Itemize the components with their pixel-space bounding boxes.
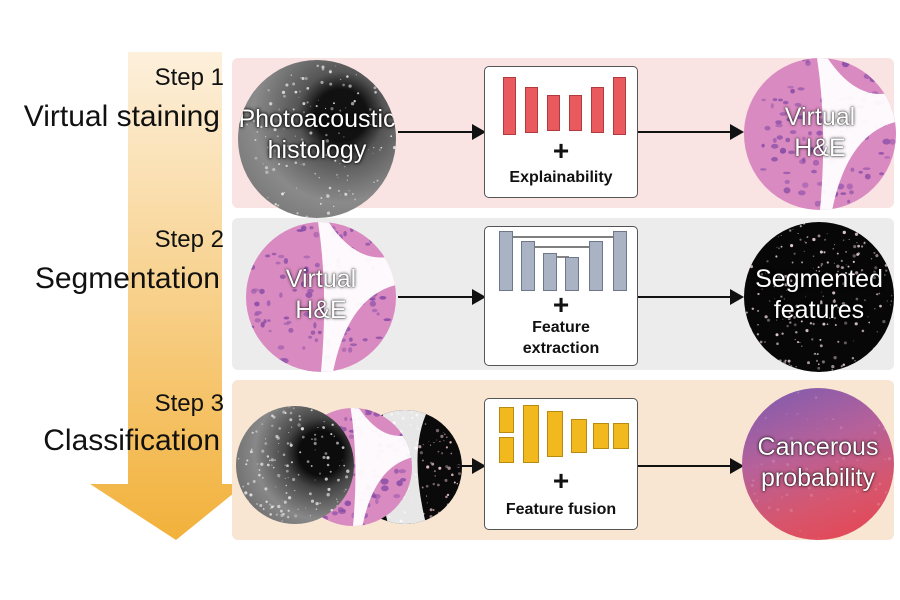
arrow-to-output xyxy=(638,458,744,474)
plus-sign: + xyxy=(552,465,570,496)
network-layer xyxy=(503,77,516,135)
network-layer xyxy=(499,231,513,291)
plus-sign: + xyxy=(552,135,570,166)
step-1-number: Step 1 xyxy=(154,64,224,91)
output-label: Segmented features xyxy=(755,265,883,324)
step-1-name: Virtual staining xyxy=(23,100,220,133)
network-layer xyxy=(613,423,629,449)
arrow-to-network xyxy=(398,124,486,140)
box-caption: Feature fusion xyxy=(505,501,617,518)
input-label: Photoacoustic histology xyxy=(238,105,396,164)
input-label: Virtual H&E xyxy=(285,265,357,324)
output-label: Cancerous probability xyxy=(757,433,879,492)
network-layer xyxy=(523,405,539,463)
segmented-features-image: Segmented features xyxy=(744,222,894,372)
arrow-to-network xyxy=(456,458,486,474)
network-layer xyxy=(571,419,587,453)
arrow-to-output xyxy=(638,124,744,140)
step-2-number: Step 2 xyxy=(154,226,224,253)
network-layer xyxy=(565,257,579,291)
feature-fusion-network-box: + Feature fusion xyxy=(484,398,638,530)
photoacoustic-histology-image: Photoacoustic histology xyxy=(238,60,396,218)
network-layer xyxy=(547,411,563,457)
plus-sign: + xyxy=(552,289,570,320)
network-layer xyxy=(569,95,582,131)
network-layer xyxy=(525,87,538,133)
step-3-name: Classification xyxy=(43,424,220,457)
virtual-he-output-image: Virtual H&E xyxy=(744,58,896,210)
network-layer xyxy=(499,437,514,463)
network-layer xyxy=(499,407,514,433)
network-layer xyxy=(613,231,627,291)
network-layer xyxy=(613,77,626,135)
step-3-number: Step 3 xyxy=(154,390,224,417)
arrow-to-network xyxy=(398,289,486,305)
network-layer xyxy=(547,95,560,131)
network-layer xyxy=(591,87,604,133)
network-layer xyxy=(593,423,609,449)
virtual-he-input-image: Virtual H&E xyxy=(246,222,396,372)
cancerous-probability-image: Cancerous probability xyxy=(742,388,894,540)
network-layer xyxy=(589,241,603,291)
explainability-network-box: + Explainability xyxy=(484,66,638,198)
box-caption: Explainability xyxy=(509,169,613,186)
network-layer xyxy=(543,253,557,291)
feature-extraction-network-box: + Feature extraction xyxy=(484,226,638,366)
step-2-name: Segmentation xyxy=(34,262,220,295)
photoacoustic-thumbnail xyxy=(236,406,354,524)
arrow-to-output xyxy=(638,289,744,305)
box-caption: Feature extraction xyxy=(522,319,600,357)
network-layer xyxy=(521,241,535,291)
output-label: Virtual H&E xyxy=(784,103,856,162)
